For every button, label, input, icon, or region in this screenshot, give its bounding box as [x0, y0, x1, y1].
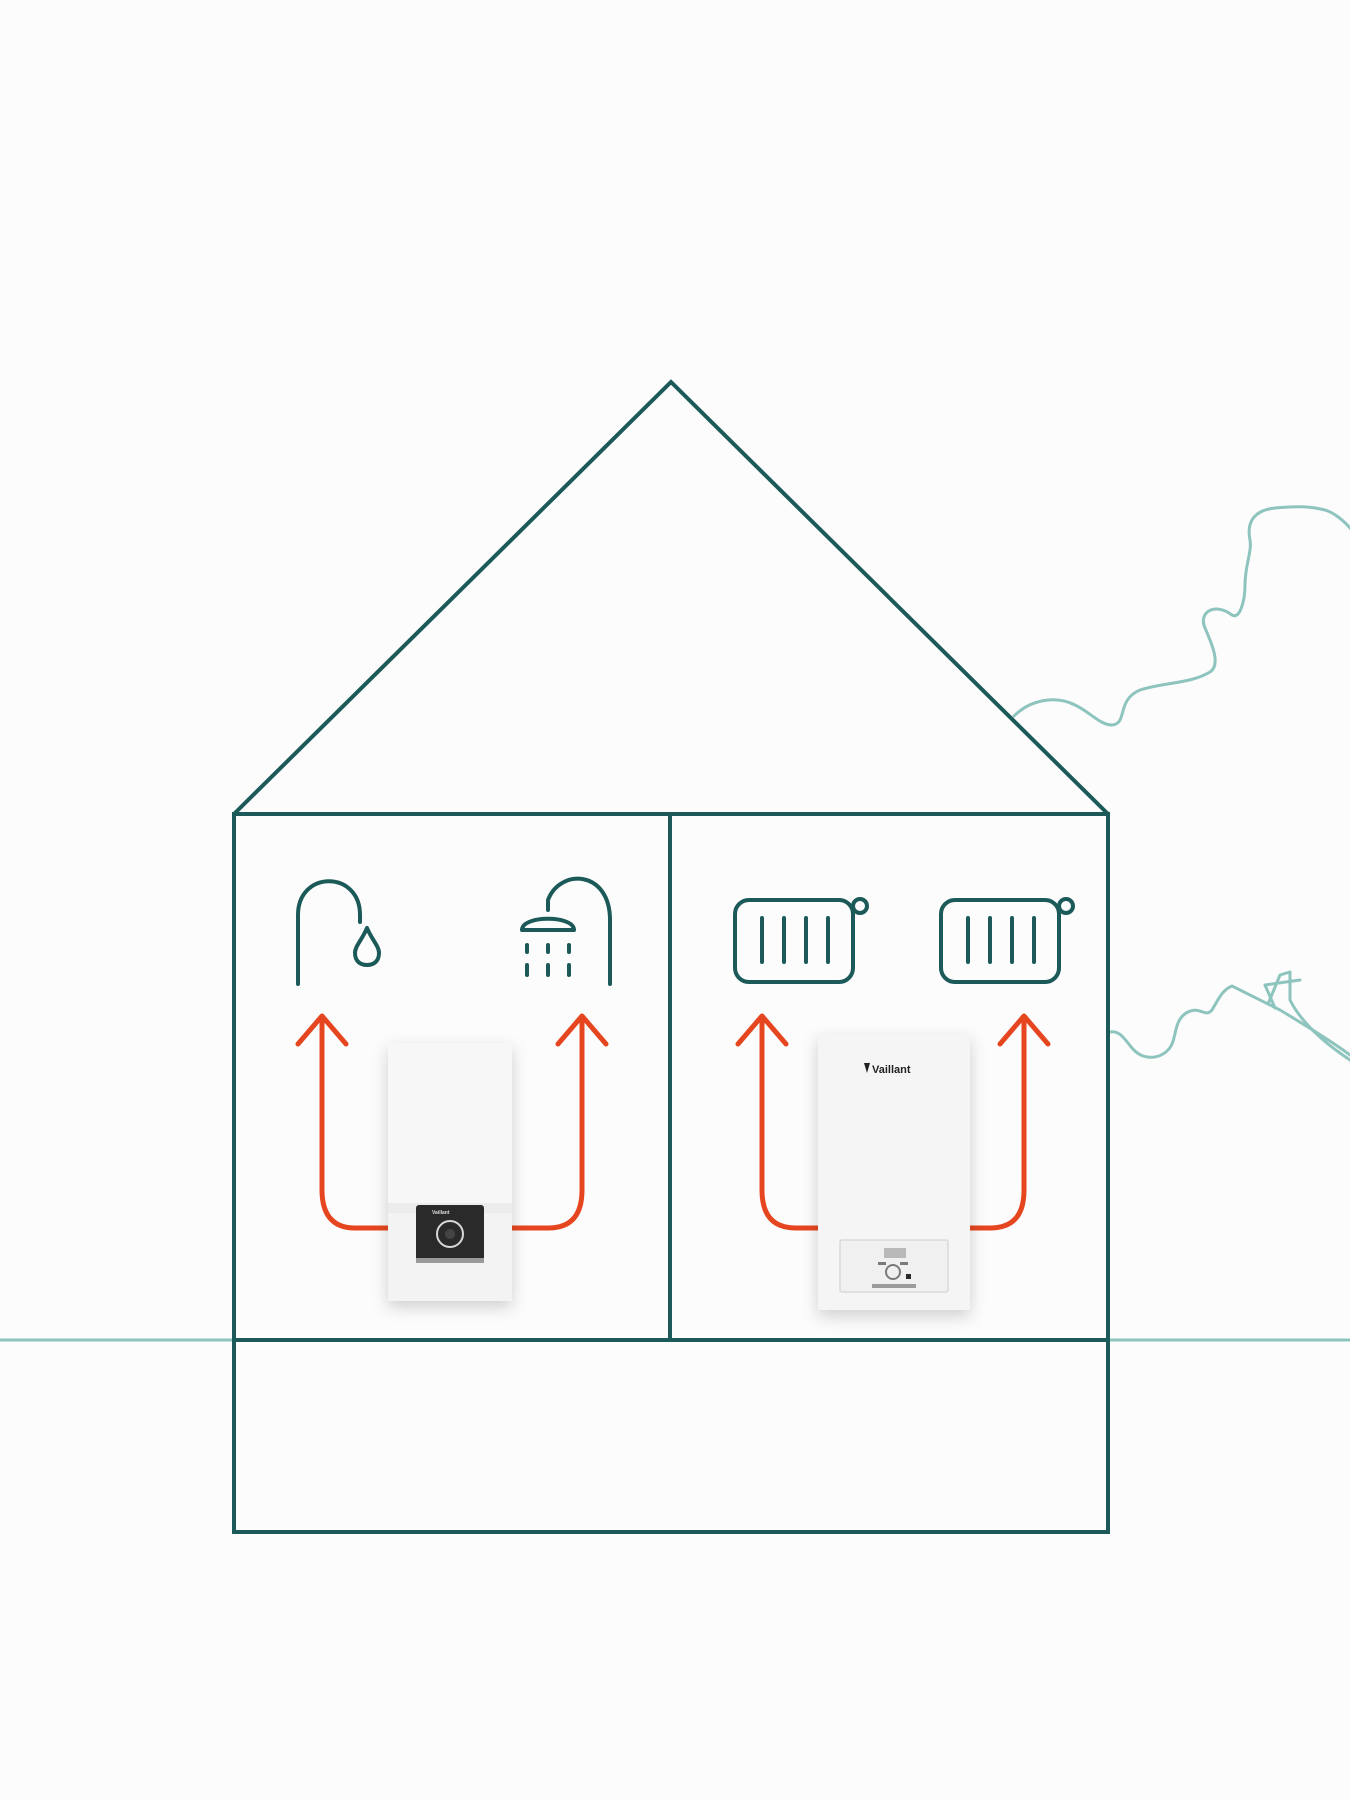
- tree-canopy-outline: [1012, 505, 1350, 727]
- tree-branch-fork: [1266, 970, 1350, 1062]
- boiler-logo: Vaillant: [872, 1064, 911, 1076]
- water-heater-dial: [436, 1220, 464, 1248]
- tree-branch-fork-2: [1263, 978, 1302, 1010]
- flow-arrow-to-radiator-2-head: [997, 1013, 1051, 1047]
- landscape: [0, 505, 1350, 1342]
- boiler-appliance: Vaillant: [818, 1034, 970, 1310]
- flow-arrow-to-radiator-1: [759, 1019, 821, 1231]
- flow-arrow-to-radiator-1-head: [735, 1013, 789, 1047]
- flow-arrow-to-tap: [319, 1019, 391, 1231]
- water-heater-logo: Vaillant: [432, 1210, 450, 1216]
- house-roof: [232, 379, 1110, 816]
- flow-arrow-to-shower: [509, 1019, 585, 1231]
- house-outline: [232, 379, 1110, 1534]
- radiator-icon: [939, 897, 1075, 984]
- water-heater-appliance: Vaillant: [388, 1043, 512, 1301]
- tree-branch-outline: [1108, 984, 1350, 1059]
- tap-icon: [296, 879, 381, 986]
- flow-arrow-to-radiator-2: [967, 1019, 1027, 1231]
- radiator-icon: [733, 897, 869, 984]
- hot-water-room: Vaillant: [295, 876, 612, 1301]
- heating-room: Vaillant: [733, 897, 1075, 1310]
- boiler-display: [884, 1248, 906, 1258]
- boiler-logo-mark: [864, 1063, 870, 1073]
- hot-water-flow-arrows: [295, 1013, 609, 1231]
- flow-arrow-to-shower-head: [555, 1013, 609, 1047]
- heating-flow-arrows: [735, 1013, 1051, 1231]
- flow-arrow-to-tap-head: [295, 1013, 349, 1047]
- shower-icon: [520, 876, 612, 986]
- boiler-dial: [885, 1264, 901, 1280]
